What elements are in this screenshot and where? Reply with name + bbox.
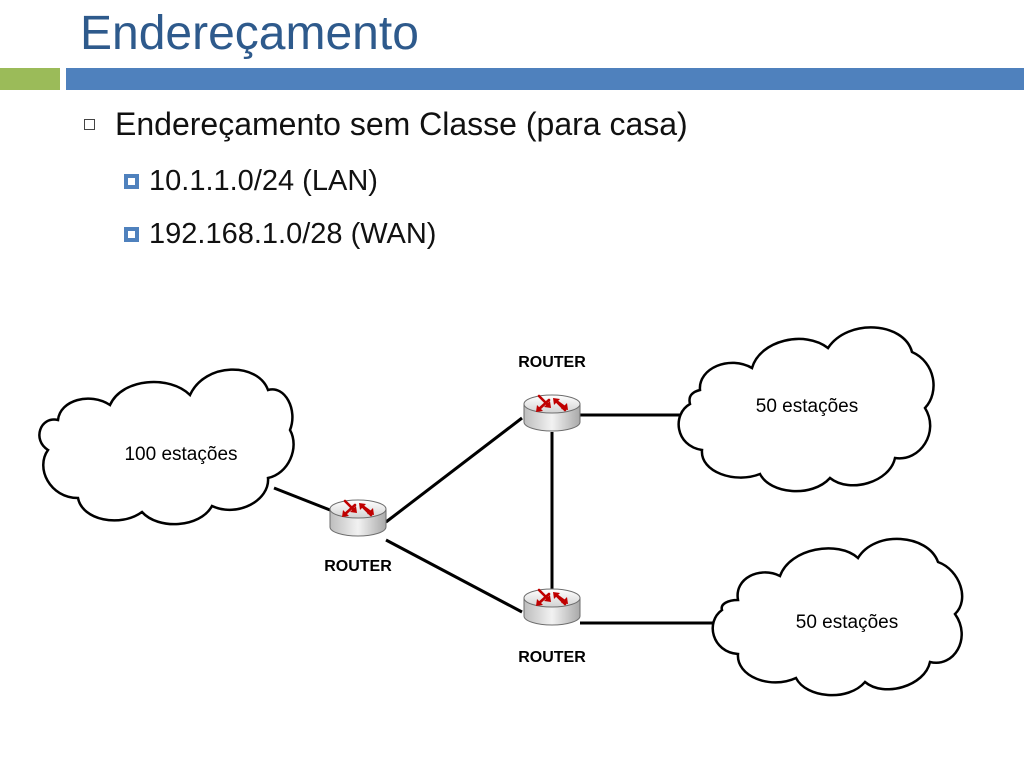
cloud-top-right-label: 50 estações <box>756 396 858 417</box>
title-accent-bar-green <box>0 68 60 90</box>
router-icon <box>328 498 388 538</box>
title-accent-bar-blue <box>66 68 1024 90</box>
bullet-level1: Endereçamento sem Classe (para casa) <box>84 106 688 143</box>
sub-bullet-text: 192.168.1.0/28 (WAN) <box>149 218 437 250</box>
network-links <box>273 413 714 625</box>
cloud-left-shape <box>38 368 295 526</box>
cloud-top-right-shape <box>677 326 935 493</box>
link-router-left-bottom <box>385 538 523 614</box>
sub-bullet-text: 10.1.1.0/24 (LAN) <box>149 165 378 197</box>
cloud-bottom-right-label: 50 estações <box>796 612 898 633</box>
sub-bullet-wan: 192.168.1.0/28 (WAN) <box>124 218 436 251</box>
router-bottom-label: ROUTER <box>518 649 586 666</box>
router-top-label: ROUTER <box>518 354 586 371</box>
bullet-text: Endereçamento sem Classe (para casa) <box>115 106 688 142</box>
square-bullet-icon <box>124 227 139 242</box>
sub-bullet-lan: 10.1.1.0/24 (LAN) <box>124 165 378 198</box>
slide-title: Endereçamento <box>80 7 419 60</box>
link-router-left-top <box>385 416 523 524</box>
cloud-bottom-right-shape <box>711 537 964 697</box>
router-icon <box>522 587 582 627</box>
router-icon <box>522 393 582 433</box>
cloud-left-label: 100 estações <box>124 444 237 465</box>
hollow-square-bullet-icon <box>84 119 95 130</box>
square-bullet-icon <box>124 174 139 189</box>
router-left-label: ROUTER <box>324 558 392 575</box>
link-left-cloud-router <box>273 486 331 512</box>
